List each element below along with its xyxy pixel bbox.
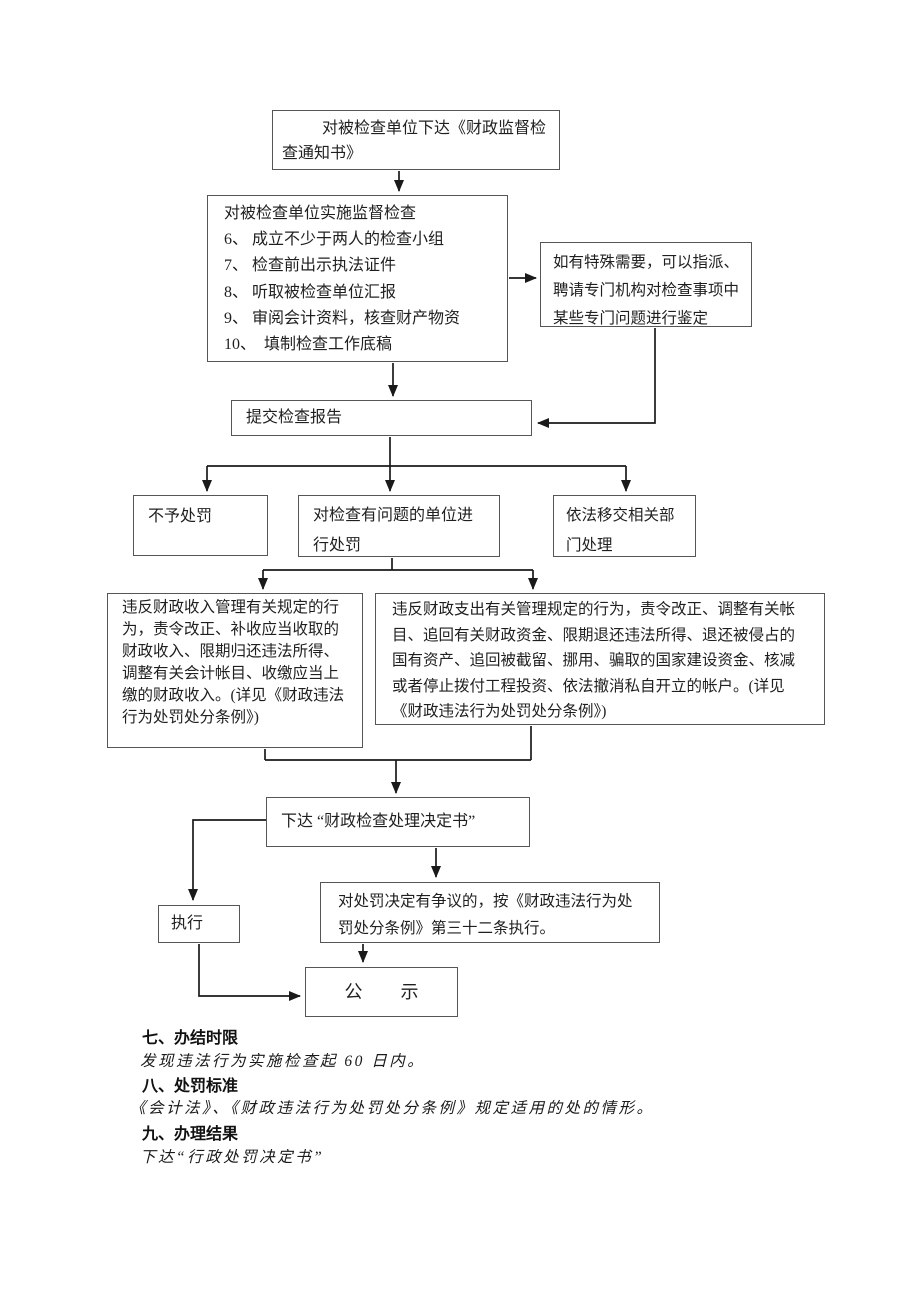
flow-node-inspection-steps: 对被检查单位实施监督检查 6、 成立不少于两人的检查小组 7、 检查前出示执法证… xyxy=(207,195,508,362)
flow-node-dispute: 对处罚决定有争议的，按《财政违法行为处罚处分条例》第三十二条执行。 xyxy=(320,882,660,943)
node-title: 对被检查单位实施监督检查 xyxy=(224,205,417,222)
node-item: 9、 审阅会计资料，核查财产物资 xyxy=(224,309,461,327)
flow-node-decision-letter: 下达 “财政检查处理决定书” xyxy=(266,797,530,847)
flow-node-penalty: 对检查有问题的单位进行处罚 xyxy=(298,495,500,557)
arrow-expert-to-report xyxy=(537,328,656,428)
flow-node-expenditure-violation: 违反财政支出有关管理规定的行为，责令改正、调整有关帐目、追回有关财政资金、限期退… xyxy=(375,593,825,725)
footer-body-penalty-standard: 《会计法》、《财政违法行为处罚处分条例》规定适用的处的情形。 xyxy=(130,1100,655,1117)
node-text: 依法移交相关部门处理 xyxy=(566,507,675,554)
footer-heading-result: 九、办理结果 xyxy=(142,1126,239,1143)
node-item: 7、 检查前出示执法证件 xyxy=(224,257,397,275)
flow-node-revenue-violation: 违反财政收入管理有关规定的行为，责令改正、补收应当收取的财政收入、限期归还违法所… xyxy=(107,593,363,748)
footer-body-result: 下达“行政处罚决定书” xyxy=(140,1149,325,1166)
flow-node-execute: 执行 xyxy=(158,905,240,943)
node-text: 违反财政收入管理有关规定的行为，责令改正、补收应当收取的财政收入、限期归还违法所… xyxy=(122,599,345,726)
flow-node-transfer: 依法移交相关部门处理 xyxy=(553,495,696,557)
flow-node-no-penalty: 不予处罚 xyxy=(133,495,268,556)
footer-heading-penalty-standard: 八、处罚标准 xyxy=(142,1078,239,1095)
node-text: 违反财政支出有关管理规定的行为，责令改正、调整有关帐目、追回有关财政资金、限期退… xyxy=(392,601,796,720)
arrow-execute-to-publicity xyxy=(198,944,301,1001)
node-text: 不予处罚 xyxy=(148,508,213,525)
node-text: 提交检查报告 xyxy=(246,409,343,426)
node-item: 6、 成立不少于两人的检查小组 xyxy=(224,231,445,249)
flow-node-notice: 对被检查单位下达《财政监督检查通知书》 xyxy=(272,110,560,170)
node-text: 如有特殊需要，可以指派、聘请专门机构对检查事项中某些专门问题进行鉴定 xyxy=(553,254,740,327)
node-text: 公 示 xyxy=(344,982,429,1002)
flow-node-submit-report: 提交检查报告 xyxy=(231,400,532,436)
flow-node-expert-appraisal: 如有特殊需要，可以指派、聘请专门机构对检查事项中某些专门问题进行鉴定 xyxy=(540,242,752,327)
node-text: 执行 xyxy=(171,915,204,932)
node-text: 对处罚决定有争议的，按《财政违法行为处罚处分条例》第三十二条执行。 xyxy=(338,893,633,937)
node-item: 10、 填制检查工作底稿 xyxy=(224,336,393,354)
node-text: 对检查有问题的单位进行处罚 xyxy=(313,507,474,554)
node-item: 8、 听取被检查单位汇报 xyxy=(224,283,397,301)
footer-body-deadline: 发现违法行为实施检查起 60 日内。 xyxy=(140,1053,426,1070)
flow-node-publicity: 公 示 xyxy=(305,967,458,1017)
arrow-decision-to-execute xyxy=(188,819,266,901)
node-text: 下达 “财政检查处理决定书” xyxy=(281,813,476,830)
footer-heading-deadline: 七、办结时限 xyxy=(142,1030,239,1047)
node-text: 对被检查单位下达《财政监督检查通知书》 xyxy=(282,120,547,162)
